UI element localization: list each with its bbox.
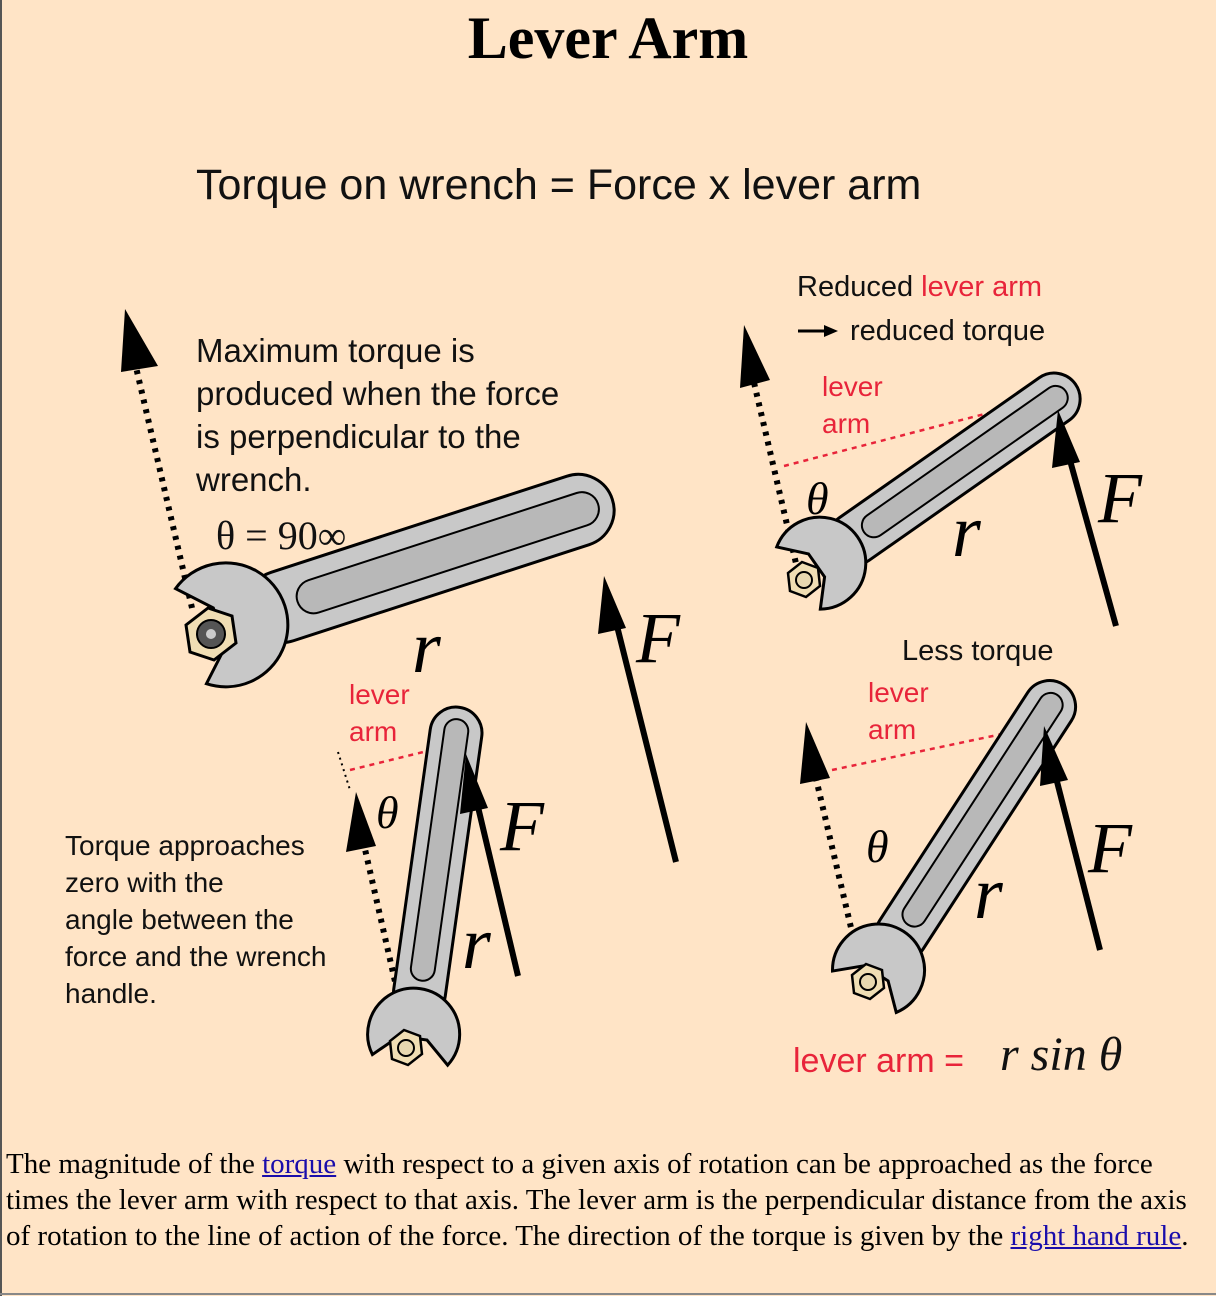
wrench-perpendicular: F r — [121, 309, 681, 863]
lever-arm-label: arm — [868, 714, 916, 745]
force-arrow — [1063, 445, 1119, 627]
reduced-lever-note: Reduced lever arm — [797, 271, 1042, 303]
arrowhead-icon — [346, 792, 376, 852]
torque-equation: Torque on wrench = Force x lever arm — [196, 161, 921, 209]
arrowhead-icon — [800, 722, 830, 784]
radius-label: r — [952, 491, 982, 573]
force-arrow — [1049, 761, 1103, 951]
theta-90-label: θ = 90∞ — [216, 513, 346, 558]
left-border — [0, 0, 2, 1296]
zero-torque-note: Torque approaches zero with the angle be… — [65, 830, 334, 1009]
arrowhead-icon — [121, 309, 158, 372]
wrench-head — [774, 515, 868, 611]
arrowhead-icon — [598, 576, 626, 634]
arrowhead-icon — [460, 754, 488, 814]
wrench-head — [366, 986, 462, 1068]
force-arrow — [609, 605, 679, 863]
reduced-torque-note: reduced torque — [850, 315, 1045, 347]
lever-arm-diagram: Torque on wrench = Force x lever arm F r… — [65, 161, 1143, 1081]
radius-label: r — [412, 607, 442, 689]
arrowhead-icon — [740, 325, 770, 388]
less-torque-note: Less torque — [902, 635, 1054, 667]
force-label: F — [635, 598, 681, 678]
lever-arm-label: lever — [822, 371, 883, 402]
page-title: Lever Arm — [467, 5, 749, 71]
arrowhead-icon — [1052, 410, 1080, 468]
force-arrow — [471, 789, 521, 977]
lever-arm-formula: r sin θ — [1000, 1028, 1122, 1081]
lever-arm-label: lever — [868, 677, 929, 708]
force-label: F — [499, 786, 545, 866]
force-line-at-nut — [129, 349, 195, 609]
wrench-near-parallel: lever arm F r θ — [337, 679, 545, 1068]
theta-label: θ — [806, 473, 829, 524]
lever-arm-label: lever — [349, 679, 410, 710]
lever-arm-label: arm — [822, 408, 870, 439]
formula-label: lever arm = — [793, 1042, 964, 1080]
radius-label: r — [974, 853, 1004, 935]
right-hand-rule-link[interactable]: right hand rule — [1010, 1220, 1182, 1252]
force-label: F — [1087, 808, 1133, 888]
description-paragraph: The magnitude of the torque with respect… — [6, 1148, 1189, 1252]
arrowhead-icon — [1040, 726, 1068, 786]
wrench-reduced: Reduced lever arm reduced torque lever a… — [740, 271, 1143, 627]
force-label: F — [1097, 458, 1143, 538]
bottom-border — [0, 1293, 1216, 1295]
wrench-less-torque: Less torque lever arm F r θ — [800, 635, 1133, 1015]
torque-link[interactable]: torque — [262, 1148, 337, 1180]
theta-label: θ — [866, 821, 889, 872]
lever-arm-label: arm — [349, 716, 397, 747]
theta-label: θ — [376, 787, 399, 838]
lever-arm-line — [783, 393, 1059, 468]
radius-label: r — [462, 903, 492, 985]
max-torque-note: Maximum torque is produced when the forc… — [195, 332, 568, 498]
